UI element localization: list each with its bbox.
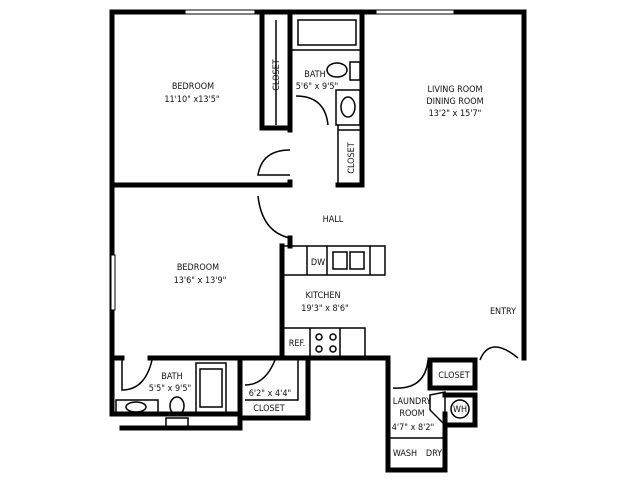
- door-swing: [392, 359, 429, 389]
- bath2-size: 5'5" x 9'5": [149, 384, 191, 394]
- door-swing: [257, 195, 291, 239]
- sink: [335, 89, 361, 126]
- bathtub: [195, 362, 227, 414]
- closet2-label: CLOSET: [347, 142, 357, 173]
- window: [375, 9, 455, 15]
- living-label: LIVING ROOM: [427, 85, 482, 95]
- sink: [115, 399, 159, 414]
- water-heater-label: WH: [453, 405, 467, 415]
- laundry-label-2: ROOM: [399, 409, 424, 419]
- bathtub: [297, 19, 357, 46]
- living-size: 13'2" x 15'7": [429, 109, 482, 119]
- bedroom1-size: 11'10" x13'5": [164, 95, 219, 105]
- door-swing: [257, 149, 291, 176]
- toilet: [169, 396, 185, 416]
- closet3-size: 6'2" x 4'4": [249, 389, 291, 399]
- laundry-label: LAUNDRY: [393, 397, 432, 407]
- door-swing: [295, 95, 329, 126]
- dryer-label: DRY: [426, 449, 442, 459]
- sink-bowl: [349, 251, 365, 270]
- bedroom2-size: 13'6" x 13'9": [174, 276, 227, 286]
- bath1-label: BATH: [304, 70, 325, 80]
- toilet: [326, 62, 348, 78]
- refrigerator-label: REF.: [289, 339, 306, 349]
- entry-label: ENTRY: [490, 307, 516, 317]
- closet1-label: CLOSET: [272, 59, 282, 90]
- hall-label: HALL: [323, 215, 344, 225]
- bedroom1-label: BEDROOM: [172, 82, 214, 92]
- dishwasher-label: DW: [311, 258, 325, 268]
- washer-label: WASH: [393, 449, 417, 459]
- window: [110, 254, 116, 311]
- closet3-label: CLOSET: [253, 404, 284, 414]
- dining-label: DINING ROOM: [426, 97, 483, 107]
- laundry-size: 4'7" x 8'2": [392, 423, 434, 433]
- water-heater: [450, 399, 470, 419]
- closet4-label: CLOSET: [438, 371, 469, 381]
- door-swing: [479, 346, 519, 361]
- walls: [109, 9, 527, 473]
- bath1-size: 5'6" x 9'5": [296, 82, 338, 92]
- window: [184, 9, 256, 15]
- kitchen-label: KITCHEN: [305, 291, 340, 301]
- bath2-label: BATH: [161, 372, 182, 382]
- stove: [315, 333, 337, 353]
- bedroom2-label: BEDROOM: [177, 263, 219, 273]
- kitchen-size: 19'3" x 8'6": [301, 304, 349, 314]
- sink-bowl: [332, 251, 348, 270]
